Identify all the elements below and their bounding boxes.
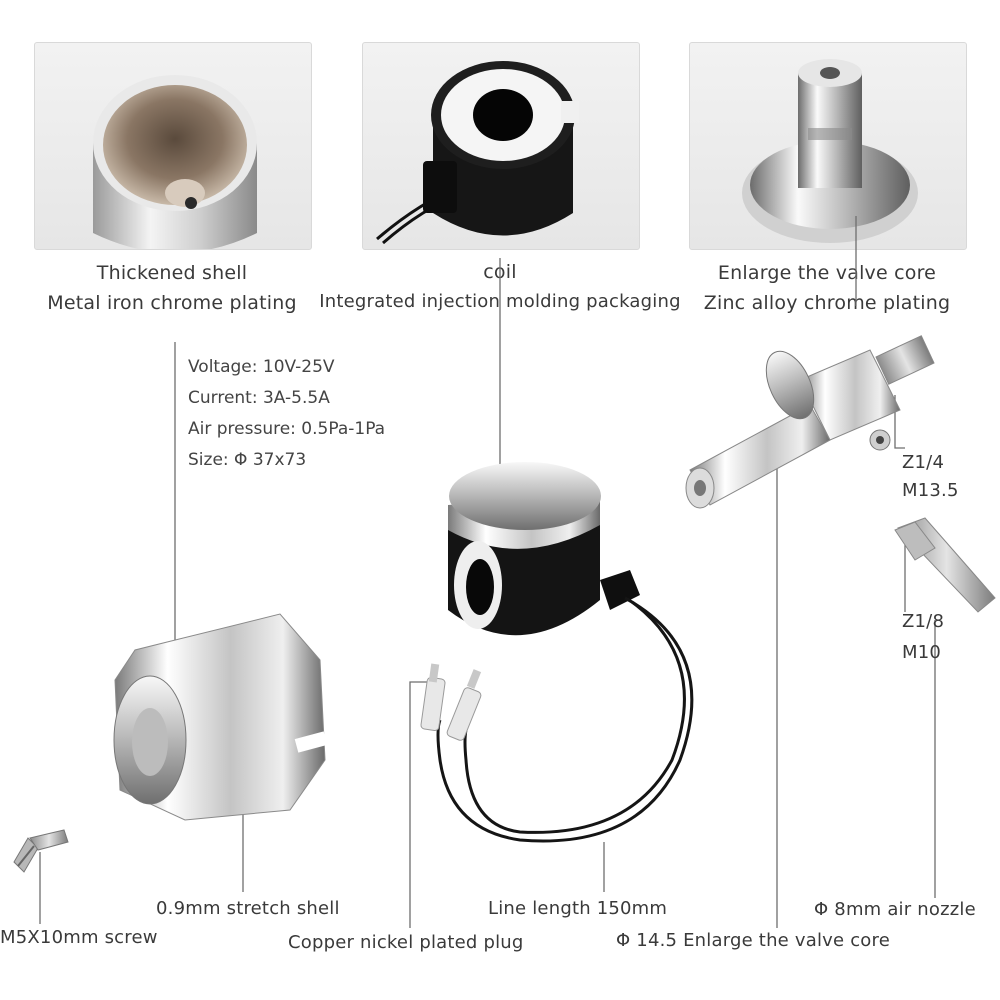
spec-voltage: Voltage: 10V-25V	[188, 357, 335, 377]
shell-interior-illustration	[93, 75, 257, 249]
plug-label: Copper nickel plated plug	[288, 932, 524, 953]
shell-thickness-label: 0.9mm stretch shell	[156, 898, 340, 919]
valve-thread-label-line1: Z1/4	[902, 452, 945, 473]
valve-core-illustration	[742, 59, 918, 243]
coil-part	[420, 462, 694, 843]
nozzle-thread-label-line2: M10	[902, 642, 942, 663]
valve-core-caption-line2: Zinc alloy chrome plating	[703, 292, 951, 314]
shell-caption-line2: Metal iron chrome plating	[47, 292, 297, 314]
stretch-shell-part	[113, 613, 328, 821]
valve-core-part	[685, 335, 935, 509]
nozzle-thread-label-line1: Z1/8	[902, 611, 945, 632]
screw-label: M5X10mm screw	[0, 927, 158, 948]
air-nozzle-part	[894, 517, 996, 613]
shell-caption-line1: Thickened shell	[96, 262, 248, 284]
spec-list: Voltage: 10V-25V Current: 3A-5.5A Air pr…	[188, 352, 385, 476]
spec-air-pressure: Air pressure: 0.5Pa-1Pa	[188, 419, 386, 439]
shell-photo-panel	[34, 42, 312, 250]
spec-size: Size: Φ 37x73	[188, 450, 307, 470]
valve-core-caption-line1: Enlarge the valve core	[717, 262, 937, 284]
line-length-label: Line length 150mm	[488, 898, 668, 919]
valve-core-size-label: Φ 14.5 Enlarge the valve core	[616, 930, 890, 951]
m5-screw-part	[13, 829, 69, 873]
coil-photo-panel	[362, 42, 640, 250]
air-nozzle-label: Φ 8mm air nozzle	[814, 899, 976, 920]
coil-top-illustration	[376, 61, 579, 245]
valve-core-photo-panel	[689, 42, 967, 250]
spec-current: Current: 3A-5.5A	[188, 388, 330, 408]
plug-leader-line	[409, 681, 430, 928]
valve-thread-label-line2: M13.5	[902, 480, 959, 501]
